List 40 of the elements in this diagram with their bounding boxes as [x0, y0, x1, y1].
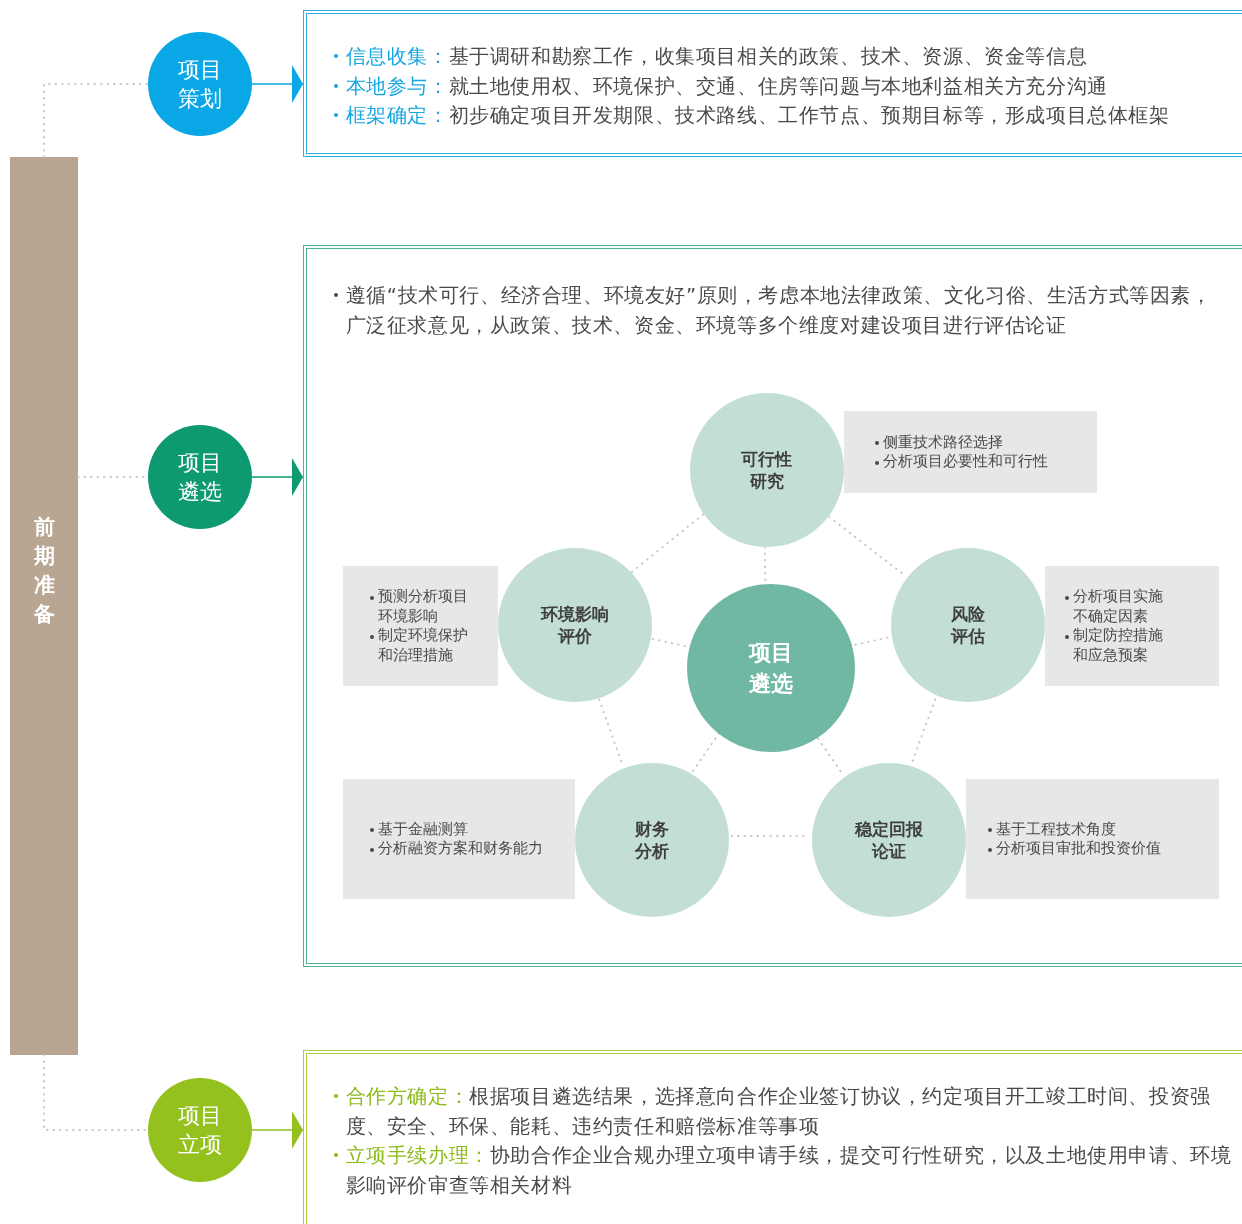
- topic-circle: 财务分析: [575, 763, 729, 917]
- bullet-text: 分析项目必要性和可行性: [883, 453, 1049, 469]
- topic-circle: 稳定回报论证: [812, 763, 966, 917]
- stage-circle: 项目策划: [148, 32, 252, 136]
- chevron-arrow: [251, 458, 304, 496]
- note-panel: [844, 411, 1097, 493]
- chevron-arrow: [251, 65, 304, 103]
- note-panel: [1045, 566, 1219, 686]
- stage-circle: 项目立项: [148, 1078, 252, 1182]
- note-panel: [966, 779, 1219, 899]
- stage-circle: 项目遴选: [687, 584, 855, 752]
- bullet-text: 分析融资方案和财务能力: [378, 840, 544, 856]
- topic-circle: 可行性研究: [690, 393, 844, 547]
- topic-circle: 风险评估: [891, 548, 1045, 702]
- bullet-text: 预测分析项目环境影响: [378, 588, 469, 624]
- stage-circle: 项目遴选: [148, 425, 252, 529]
- bullet-text: 框架确定：初步确定项目开发期限、技术路线、工作节点、预期目标等，形成项目总体框架: [345, 104, 1170, 127]
- info-box: [303, 245, 1242, 967]
- info-box: [303, 1050, 1242, 1224]
- bullet-text: 本地参与：就土地使用权、环境保护、交通、住房等问题与本地利益相关方充分沟通: [345, 74, 1108, 98]
- bullet-text: 分析项目审批和投资价值: [996, 840, 1162, 856]
- bullet-text: 分析项目实施不确定因素: [1073, 588, 1164, 624]
- dotted-connector: [43, 1054, 149, 1131]
- chevron-arrow: [251, 1111, 304, 1149]
- bullet-text: 基于工程技术角度: [996, 820, 1117, 837]
- note-panel: [343, 566, 498, 686]
- bullet-text: 制定防控措施和应急预案: [1073, 627, 1164, 663]
- bullet-text: 合作方确定：根据项目遴选结果，选择意向合作企业签订协议，约定项目开工竣工时间、投资强度、安全、环保、能耗、违约责任和赔偿标准等事项: [345, 1085, 1211, 1138]
- dotted-connector: [43, 83, 149, 158]
- bullet-text: 制定环境保护和治理措施: [378, 627, 469, 663]
- bullet-text: 遵循“技术可行、经济合理、环境友好”原则，考虑本地法律政策、文化习俗、生活方式等因素，广泛征求意见，从政策、技术、资金、环境等多个维度对建设项目进行评估论证: [345, 284, 1212, 337]
- bullet-text: 立项手续办理：协助合作企业合规办理立项申请手续，提交可行性研究，以及土地使用申请、环境影响评价审查等相关材料: [345, 1144, 1232, 1197]
- info-box: [303, 10, 1242, 157]
- bullet-text: 侧重技术路径选择: [883, 433, 1004, 450]
- note-panel: [343, 779, 575, 899]
- stage-bar: 前期准备: [10, 157, 78, 1055]
- topic-circle: 环境影响评价: [498, 548, 652, 702]
- bullet-text: 基于金融测算: [378, 820, 469, 837]
- bullet-text: 信息收集：基于调研和勘察工作，收集项目相关的政策、技术、资源、资金等信息: [345, 45, 1088, 68]
- dotted-connector: [629, 513, 705, 574]
